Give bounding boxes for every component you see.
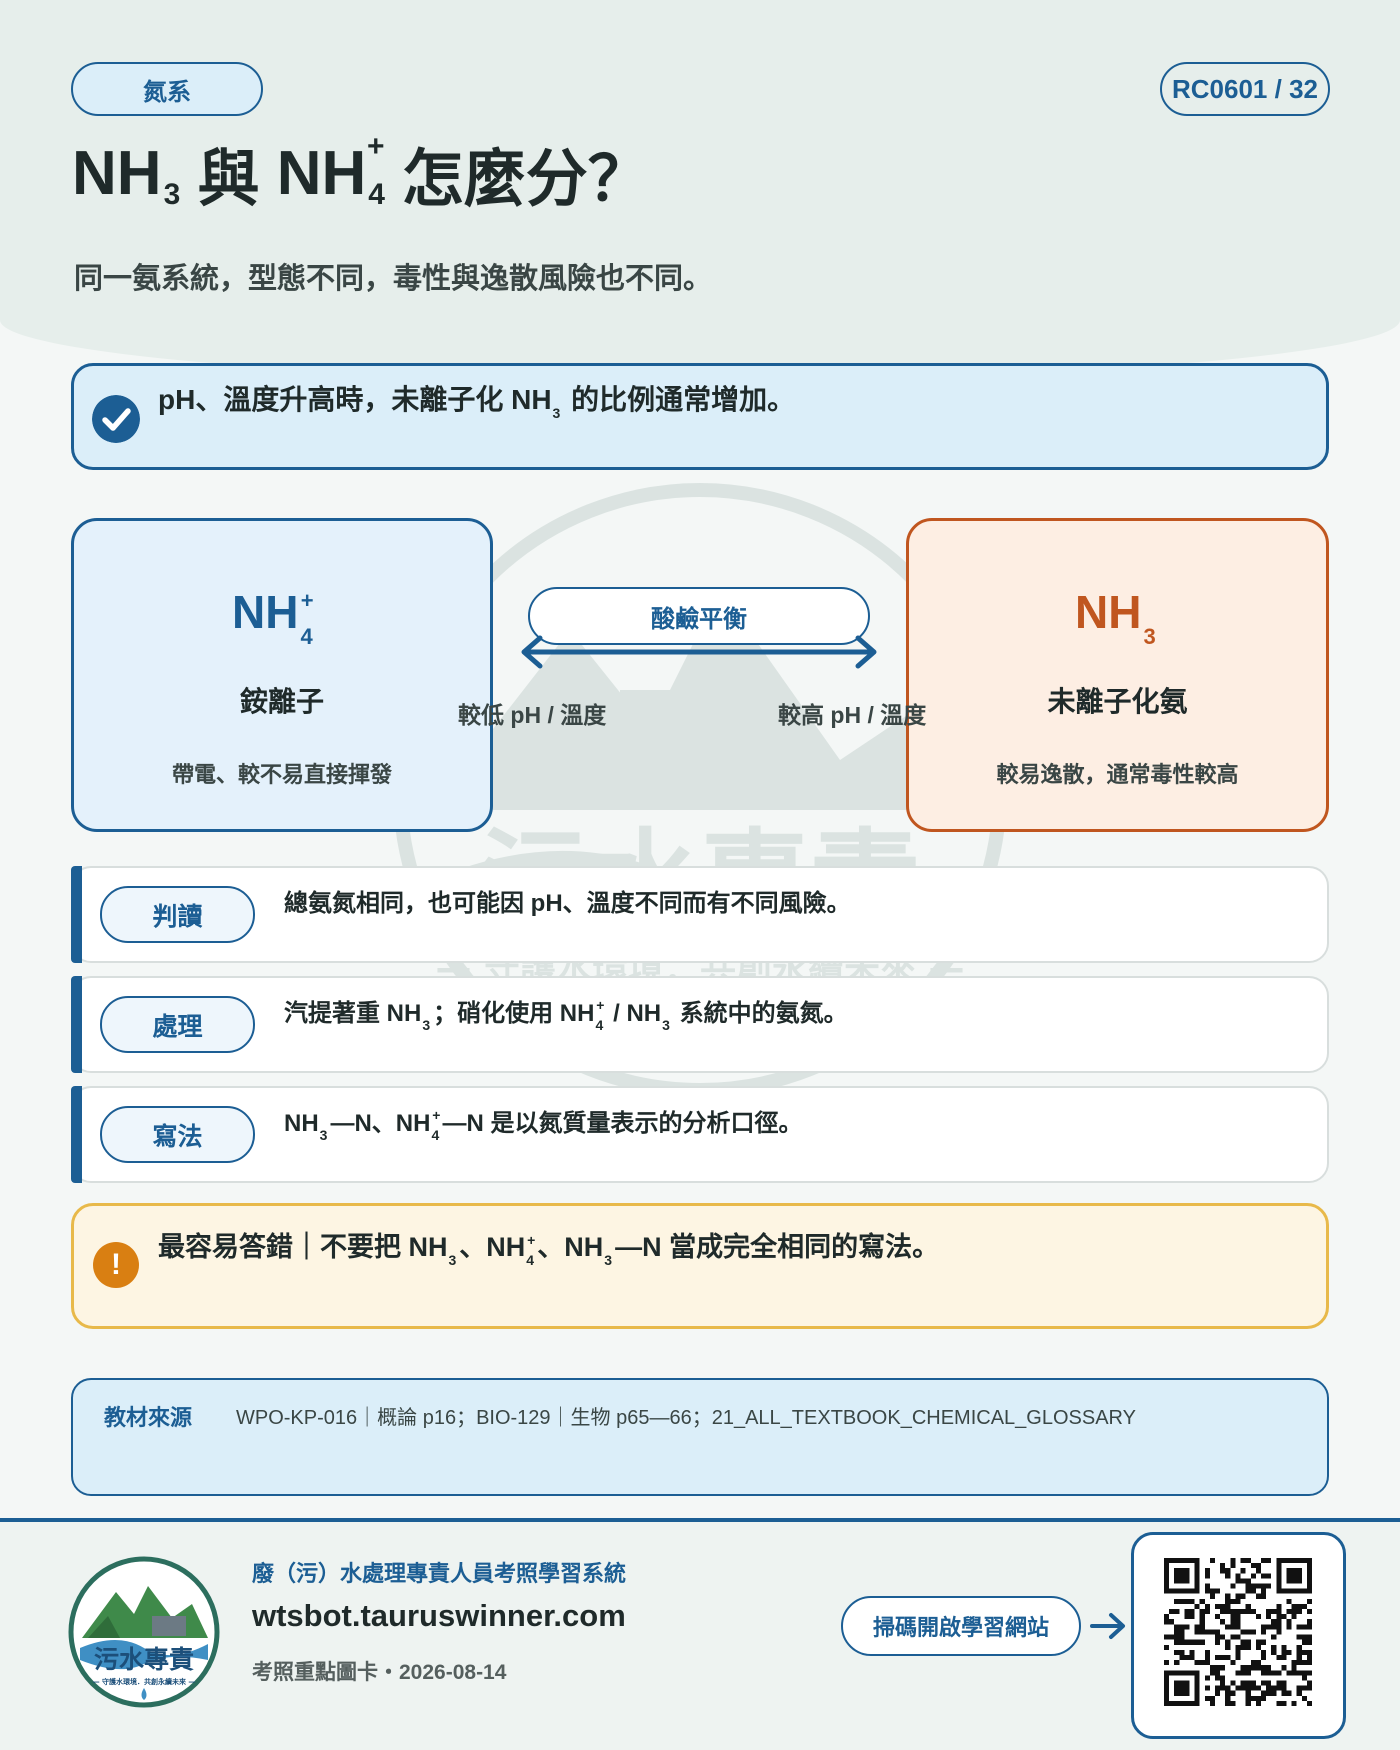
row-text-treatment: 汽提著重 NH3；硝化使用 NH4+ / NH3 系統中的氨氮。 bbox=[284, 993, 848, 1033]
row-text-interpretation: 總氨氮相同，也可能因 pH、溫度不同而有不同風險。 bbox=[284, 890, 851, 917]
row2-t4: 系統中的氨氮。 bbox=[672, 1000, 848, 1027]
category-badge: 氮系 bbox=[71, 62, 263, 116]
row-treatment bbox=[71, 976, 1329, 1073]
lower-ph-condition: 較低 pH / 溫度 bbox=[458, 702, 607, 728]
key-point-box bbox=[71, 363, 1329, 470]
row-accent-bar bbox=[71, 1086, 82, 1183]
common-mistake-text: 最容易答錯｜不要把 NH3、NH4+、NH3—N 當成完全相同的寫法。 bbox=[158, 1225, 940, 1268]
ammonia-formula: NH3 bbox=[1075, 585, 1156, 649]
row2-s1: 3 bbox=[422, 1017, 431, 1033]
key-point-text-after: 的比例通常增加。 bbox=[563, 384, 796, 415]
warn-p2: + bbox=[527, 1232, 536, 1248]
warn-t2: 、NH bbox=[459, 1232, 526, 1262]
warn-s2: 4 bbox=[526, 1252, 535, 1268]
row-label-interpretation: 判讀 bbox=[100, 886, 255, 943]
ammonia-desc: 較易逸散，通常毒性較高 bbox=[996, 762, 1239, 787]
common-mistake-box bbox=[71, 1203, 1329, 1329]
title-nh4-base: NH bbox=[276, 138, 367, 208]
row3-p2: + bbox=[432, 1107, 441, 1123]
brand-logo-icon: 污水專責 — 守護水環境．共創永續未來 — bbox=[68, 1556, 220, 1708]
row2-s3: 3 bbox=[662, 1017, 670, 1033]
title-nh4-sup: + bbox=[366, 130, 385, 163]
row3-s2: 4 bbox=[431, 1127, 440, 1143]
title-tail: 怎麼分？ bbox=[384, 145, 650, 214]
source-text: WPO-KP-016｜概論 p16；BIO-129｜生物 p65—66；21_A… bbox=[236, 1407, 1136, 1429]
title-nh3-sub: 3 bbox=[163, 178, 181, 211]
warn-s3: 3 bbox=[604, 1252, 613, 1268]
title-nh3-base: NH bbox=[72, 138, 162, 208]
card-date: 考照重點圖卡・2026-08-14 bbox=[252, 1661, 507, 1684]
row-accent-bar bbox=[71, 976, 82, 1073]
row2-t2: ；硝化使用 NH bbox=[433, 1000, 595, 1027]
row2-t3: / NH bbox=[606, 1000, 662, 1027]
title-middle: 與 bbox=[180, 145, 277, 214]
exclamation-circle-icon: ! bbox=[93, 1242, 139, 1288]
ammonia-name: 未離子化氨 bbox=[1047, 686, 1188, 717]
row2-t1: 汽提著重 NH bbox=[284, 1000, 422, 1027]
ammonium-formula-base: NH bbox=[232, 586, 299, 638]
page-subtitle: 同一氨系統，型態不同，毒性與逸散風險也不同。 bbox=[74, 263, 713, 295]
page-code-badge: RC0601 / 32 bbox=[1160, 62, 1330, 116]
row-label-notation: 寫法 bbox=[100, 1106, 255, 1163]
ammonium-formula: NH4 + bbox=[232, 585, 314, 649]
warn-t3: 、NH bbox=[537, 1232, 604, 1262]
logo-text: 污水專責 bbox=[94, 1645, 194, 1674]
key-point-sub: 3 bbox=[552, 405, 561, 421]
ammonium-name: 銨離子 bbox=[239, 686, 324, 717]
key-point-text: pH、溫度升高時，未離子化 NH3 的比例通常增加。 bbox=[158, 378, 796, 421]
ammonia-formula-sub: 3 bbox=[1143, 624, 1156, 649]
footer-divider bbox=[0, 1518, 1400, 1522]
ammonium-card bbox=[71, 518, 493, 832]
row-interpretation bbox=[71, 866, 1329, 963]
ammonia-formula-base: NH bbox=[1075, 586, 1142, 638]
equilibrium-label: 酸鹼平衡 bbox=[528, 587, 870, 645]
ammonium-formula-sub: 4 bbox=[300, 624, 313, 649]
ammonia-card bbox=[906, 518, 1329, 832]
source-label: 教材來源 bbox=[104, 1405, 193, 1430]
row3-t1: NH bbox=[284, 1110, 319, 1137]
key-point-text-before: pH、溫度升高時，未離子化 NH bbox=[158, 384, 552, 415]
ammonium-desc: 帶電、較不易直接揮發 bbox=[171, 762, 392, 787]
scan-qr-button[interactable]: 掃碼開啟學習網站 bbox=[841, 1596, 1081, 1656]
row-text-notation: NH3—N、NH4 +—N 是以氮質量表示的分析口徑。 bbox=[284, 1103, 803, 1143]
higher-ph-condition: 較高 pH / 溫度 bbox=[778, 702, 927, 728]
system-name: 廢（污）水處理專責人員考照學習系統 bbox=[252, 1561, 627, 1586]
row-notation bbox=[71, 1086, 1329, 1183]
qr-code-icon[interactable] bbox=[1164, 1558, 1312, 1706]
arrow-right-icon bbox=[1090, 1613, 1125, 1639]
ammonium-formula-sup: + bbox=[300, 588, 314, 613]
row3-t2: —N、NH bbox=[330, 1110, 431, 1137]
warn-t1: 最容易答錯｜不要把 NH bbox=[158, 1232, 448, 1262]
double-arrow-icon bbox=[521, 635, 877, 669]
title-nh4-sub: 4 bbox=[368, 178, 385, 211]
site-url-link[interactable]: wtsbot.tauruswinner.com bbox=[252, 1598, 626, 1633]
row-accent-bar bbox=[71, 866, 82, 963]
row2-s2: 4 bbox=[595, 1017, 604, 1033]
row-label-treatment: 處理 bbox=[100, 996, 255, 1053]
row3-t3: —N 是以氮質量表示的分析口徑。 bbox=[442, 1110, 803, 1137]
warn-t4: —N 當成完全相同的寫法。 bbox=[615, 1232, 940, 1262]
row3-s1: 3 bbox=[319, 1127, 328, 1143]
qr-modules bbox=[1164, 1558, 1312, 1706]
source-box bbox=[71, 1378, 1329, 1496]
warn-s1: 3 bbox=[448, 1252, 457, 1268]
check-circle-icon bbox=[92, 395, 140, 443]
row2-p2: + bbox=[596, 997, 605, 1013]
logo-slogan: — 守護水環境．共創永續未來 — bbox=[93, 1677, 196, 1686]
